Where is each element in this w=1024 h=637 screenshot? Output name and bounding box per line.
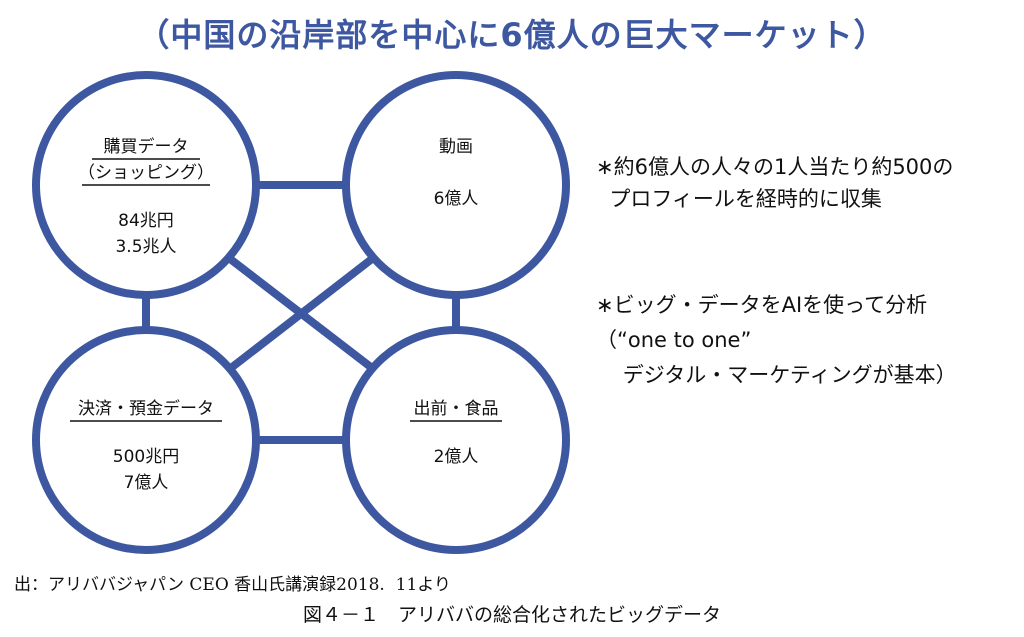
connector-video-payment xyxy=(215,251,380,382)
video-value: 6億人 xyxy=(434,189,479,209)
note-ai-line1: ∗ビッグ・データをAIを使って分析 xyxy=(596,293,928,317)
delivery-value: 2億人 xyxy=(434,447,479,467)
video-heading: 動画 xyxy=(439,137,473,157)
source-note: 出：アリババジャパン CEO 香山氏講演録2018. 11より xyxy=(14,575,451,595)
purchase-value-line1: 84兆円 xyxy=(118,211,174,231)
note-ai-line3: デジタル・マーケティングが基本） xyxy=(596,363,957,387)
note-profiles-line2: プロフィールを経時的に収集 xyxy=(596,187,882,211)
payment-heading: 決済・預金データ xyxy=(78,398,214,419)
node-video-circle xyxy=(342,71,570,299)
note-profiles-line1: ∗約6億人の人々の1人当たり約500の xyxy=(596,155,954,179)
purchase-heading-line2: （ショッピング） xyxy=(78,163,214,183)
delivery-heading: 出前・食品 xyxy=(414,399,499,419)
payment-value-line1: 500兆円 xyxy=(113,447,179,467)
note-ai-line2: （“one to one” xyxy=(596,328,752,352)
node-payment-circle xyxy=(32,326,260,554)
figure-caption: 図４－１ アリババの総合化されたビッグデータ xyxy=(302,604,721,626)
purchase-heading-line1: 購買データ xyxy=(104,136,189,157)
connector-purchase-delivery xyxy=(222,251,388,382)
page-title: （中国の沿岸部を中心に6億人の巨大マーケット） xyxy=(137,16,887,54)
payment-value-line2: 7億人 xyxy=(124,473,169,493)
node-delivery-circle xyxy=(342,326,570,554)
purchase-value-line2: 3.5兆人 xyxy=(115,237,176,257)
